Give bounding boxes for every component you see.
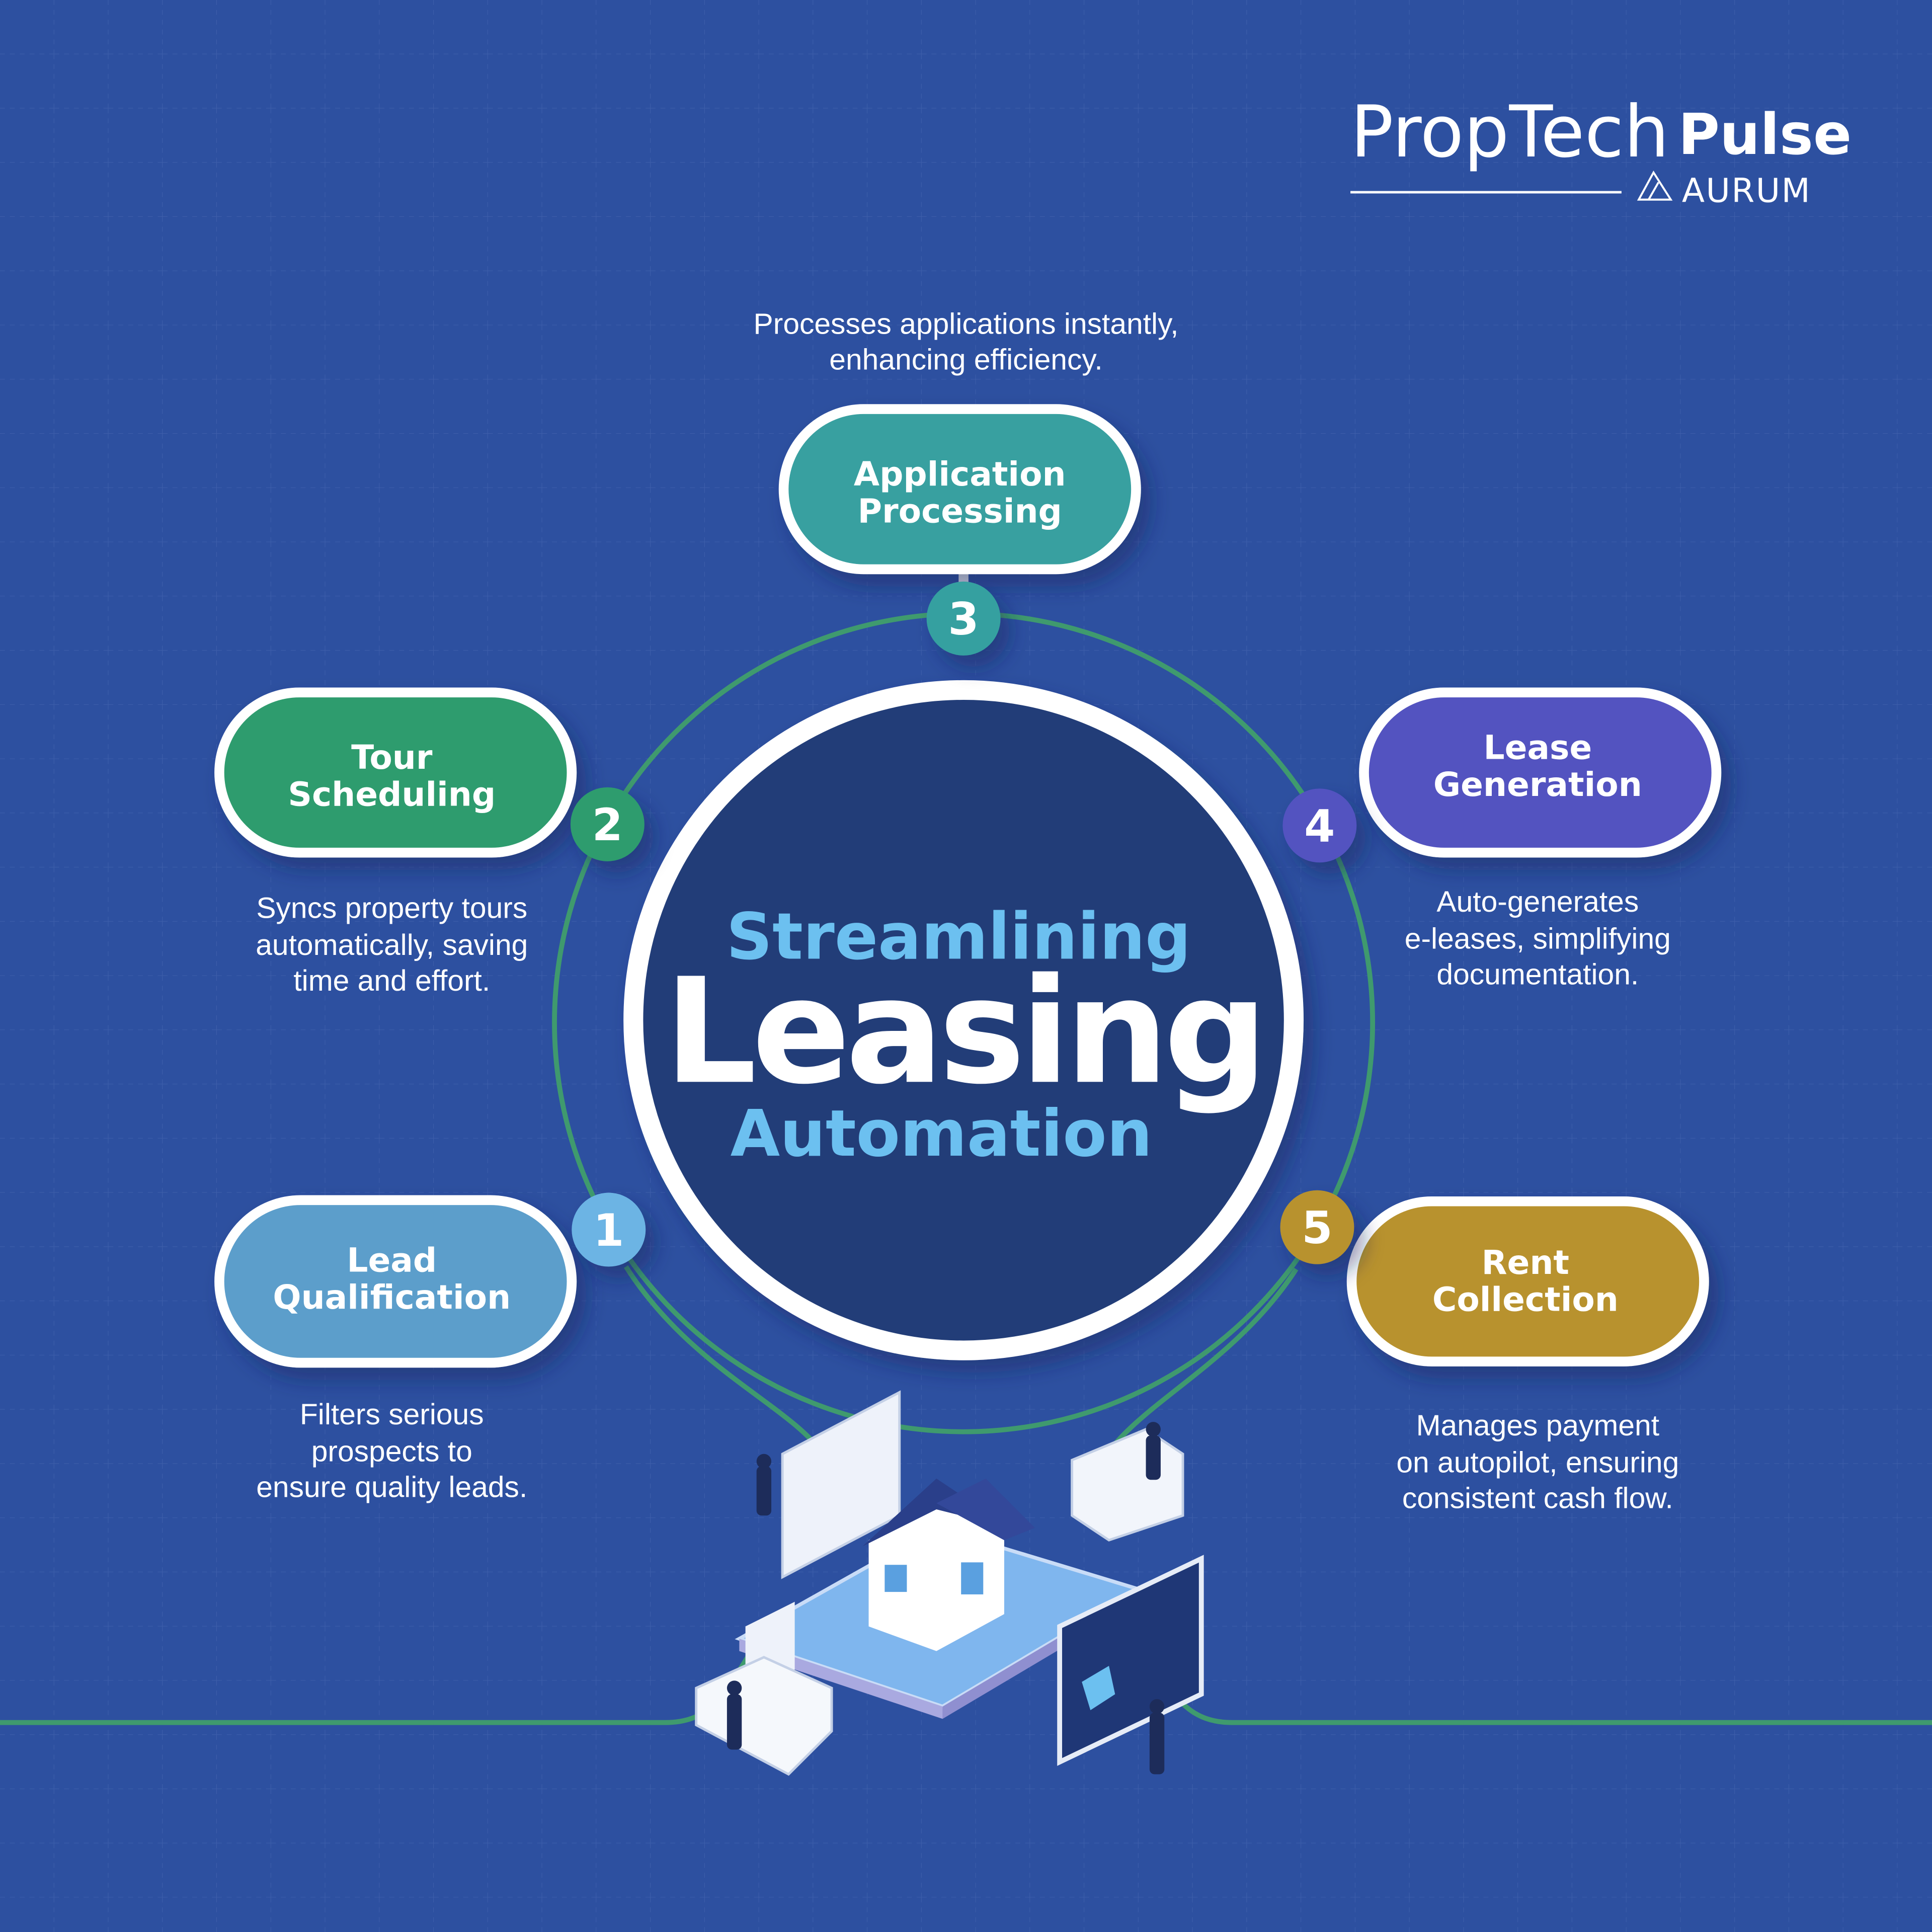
svg-text:Syncs property tours: Syncs property tours [256, 892, 527, 924]
people-icons [727, 1422, 1165, 1775]
svg-text:documentation.: documentation. [1436, 958, 1639, 991]
step-5-desc: Manages payment on autopilot, ensuring c… [1396, 1409, 1679, 1514]
step-4-card [1359, 687, 1722, 858]
step-2-badge: 2 [592, 799, 623, 851]
step-4-desc: Auto-generates e-leases, simplifying doc… [1405, 886, 1671, 991]
brand-sub: AURUM [1682, 172, 1811, 210]
step-badges: 1 2 3 4 5 [570, 581, 1357, 1267]
brand-name-light: PropTech [1350, 91, 1669, 174]
step-2-card [214, 687, 577, 858]
step-2-desc: Syncs property tours automatically, savi… [256, 892, 528, 997]
center-title [623, 680, 1304, 1360]
step-4-title-2: Generation [1433, 765, 1642, 804]
svg-text:Filters serious: Filters serious [300, 1398, 484, 1431]
center-line3: Automation [731, 1097, 1153, 1171]
center-line2: Leasing [664, 947, 1263, 1116]
house-icon [868, 1503, 1004, 1651]
step-5-title: Rent [1482, 1243, 1569, 1282]
svg-text:time and effort.: time and effort. [293, 964, 490, 997]
step-3-badge: 3 [948, 593, 979, 645]
svg-text:prospects to: prospects to [311, 1435, 472, 1468]
aurum-mark-icon [1637, 171, 1673, 201]
svg-text:consistent cash flow.: consistent cash flow. [1402, 1482, 1673, 1515]
step-5-card [1346, 1196, 1709, 1366]
center-line1: Streamlining [726, 900, 1191, 974]
svg-text:Auto-generates: Auto-generates [1436, 886, 1639, 918]
step-4-title: Lease [1483, 729, 1592, 767]
step-1-title: Lead [347, 1241, 437, 1279]
brand-name-bold: Pulse [1678, 101, 1852, 168]
smart-home-illustration [695, 1390, 1204, 1776]
svg-text:ensure quality leads.: ensure quality leads. [256, 1471, 527, 1504]
svg-text:e-leases, simplifying: e-leases, simplifying [1405, 923, 1671, 955]
step-2-title: Tour [351, 738, 433, 777]
step-3-desc: Processes applications instantly, enhanc… [754, 308, 1179, 376]
step-1-card [214, 1195, 577, 1368]
brand-logo: PropTech Pulse AURUM [1350, 91, 1852, 210]
step-4-badge: 4 [1304, 800, 1335, 852]
step-3-title: Application [854, 455, 1066, 494]
svg-text:Processes applications instant: Processes applications instantly, [754, 308, 1179, 341]
step-1-title-2: Qualification [273, 1278, 511, 1317]
step-1-badge: 1 [593, 1204, 624, 1256]
screen-icon [1057, 1555, 1204, 1766]
svg-text:Manages payment: Manages payment [1416, 1409, 1659, 1442]
svg-text:automatically, saving: automatically, saving [256, 929, 528, 961]
svg-text:on autopilot, ensuring: on autopilot, ensuring [1396, 1446, 1679, 1479]
step-3-card [778, 404, 1141, 575]
step-2-title-2: Scheduling [288, 775, 496, 814]
step-5-badge: 5 [1302, 1202, 1332, 1254]
svg-text:enhancing efficiency.: enhancing efficiency. [829, 344, 1102, 376]
step-1-desc: Filters serious prospects to ensure qual… [256, 1398, 527, 1503]
step-5-title-2: Collection [1432, 1280, 1619, 1319]
step-3-title-2: Processing [858, 492, 1062, 530]
